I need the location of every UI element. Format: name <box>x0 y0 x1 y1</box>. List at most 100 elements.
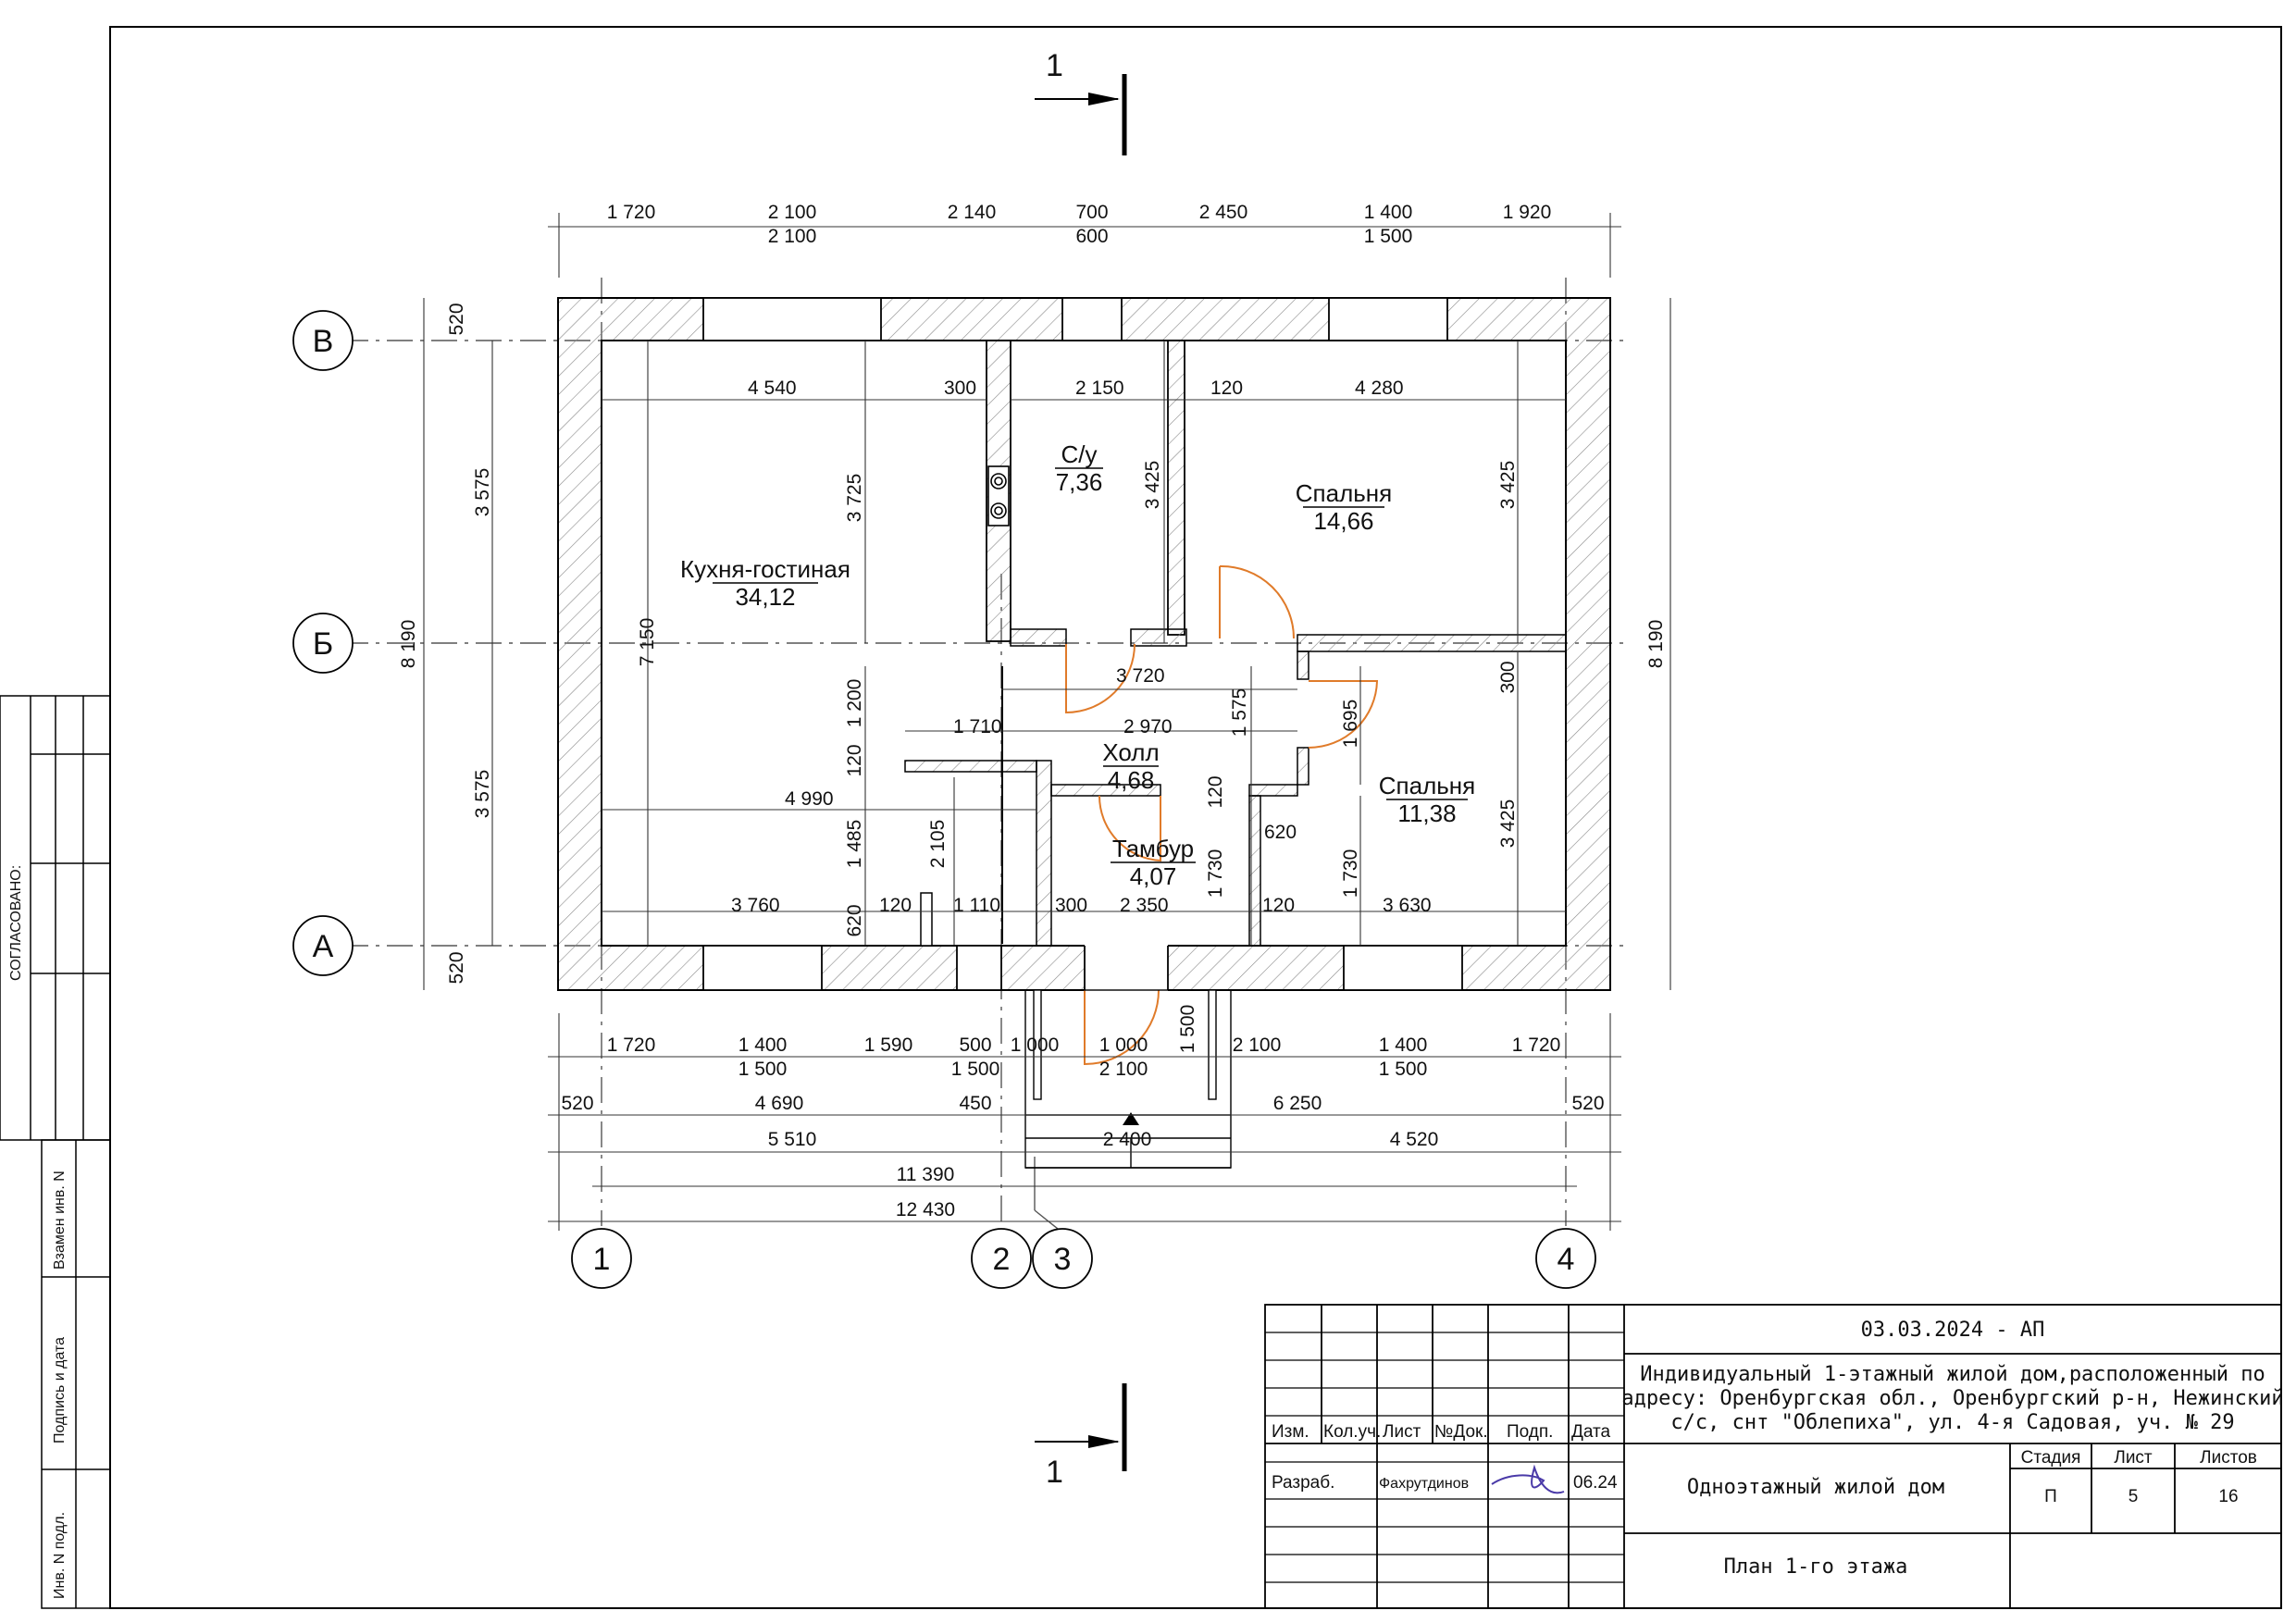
dim-top-8: 1 500 <box>1364 226 1413 247</box>
dim-top-3: 2 140 <box>948 202 997 223</box>
dim-int-5: 3 725 <box>844 474 865 523</box>
dim-b4: 11 390 <box>897 1164 955 1185</box>
dim-int-14: 1 200 <box>844 679 865 728</box>
dim-int-19: 2 105 <box>927 820 949 869</box>
dim-top-2: 2 100 <box>768 226 817 247</box>
side-inv: Инв. N подл. <box>52 1512 68 1599</box>
tb-role: Разраб. <box>1272 1473 1334 1493</box>
dim-b2-1: 4 690 <box>755 1093 804 1114</box>
walls <box>557 297 1611 991</box>
tb-h-izm: Изм. <box>1272 1422 1309 1442</box>
dim-int-23: 1 730 <box>1340 849 1361 898</box>
dim-int-27: 120 <box>879 895 912 916</box>
room-bed2-name: Спальня <box>1379 772 1475 799</box>
room-tambur-area: 4,07 <box>1130 862 1177 890</box>
dim-left-1: 3 575 <box>472 468 493 517</box>
dim-int-10: 1 710 <box>953 716 1002 737</box>
tb-project-l3: с/с, снт "Облепиха", ул. 4-я Садовая, уч… <box>1670 1411 2234 1434</box>
dim-left-3: 3 575 <box>472 770 493 819</box>
axis-bubble-3 <box>1032 1228 1093 1289</box>
axis-bubble-v <box>292 310 354 371</box>
axis-label-1: 1 <box>593 1242 611 1277</box>
section-label-bottom: 1 <box>1046 1455 1063 1490</box>
dim-b1-13: 1 720 <box>1512 1035 1561 1056</box>
dim-int-29: 300 <box>1055 895 1087 916</box>
tb-stage-h: Стадия <box>2021 1448 2081 1468</box>
dim-b3-0: 5 510 <box>768 1129 817 1150</box>
dim-int-28: 1 110 <box>953 895 1000 916</box>
dim-top-5: 600 <box>1075 226 1108 247</box>
signature-mark <box>1491 1464 1565 1494</box>
dim-b5: 12 430 <box>896 1199 955 1220</box>
tb-h-list: Лист <box>1383 1422 1421 1442</box>
room-kitchen-area: 34,12 <box>735 583 795 611</box>
door-swings <box>1065 564 1379 1066</box>
dim-b1-12: 1 500 <box>1379 1059 1428 1080</box>
dim-left-0: 520 <box>446 303 467 335</box>
section-label-top: 1 <box>1046 48 1063 83</box>
dim-top-4: 700 <box>1075 202 1108 223</box>
dim-b2-0: 520 <box>561 1093 593 1114</box>
room-bed2-area: 11,38 <box>1397 799 1456 827</box>
sanitary-fixtures <box>987 465 1010 527</box>
side-replace: Взамен инв. N <box>52 1171 68 1270</box>
dim-b1-4: 500 <box>959 1035 991 1056</box>
dim-int-15: 120 <box>844 744 865 776</box>
tb-h-koluch: Кол.уч. <box>1323 1422 1381 1442</box>
tb-date: 06.24 <box>1573 1473 1618 1493</box>
dim-left-4: 520 <box>446 951 467 984</box>
dim-b1-6: 1 000 <box>1011 1035 1060 1056</box>
dim-b1-7: 1 000 <box>1099 1035 1148 1056</box>
axis-label-2: 2 <box>993 1242 1011 1277</box>
axis-bubble-2 <box>971 1228 1032 1289</box>
tb-project-l2: адресу: Оренбургская обл., Оренбургский … <box>1621 1387 2283 1410</box>
tb-h-data: Дата <box>1571 1422 1611 1442</box>
dim-top-0: 1 720 <box>607 202 656 223</box>
room-bed1-name: Спальня <box>1296 479 1392 507</box>
dim-int-22: 620 <box>1264 822 1297 843</box>
dim-int-1: 300 <box>944 378 976 399</box>
dim-b2-2: 450 <box>959 1093 991 1114</box>
axis-label-3: 3 <box>1054 1242 1072 1277</box>
room-bed1-area: 14,66 <box>1313 507 1373 535</box>
section-mark-top <box>1035 74 1127 155</box>
dim-int-32: 3 630 <box>1383 895 1432 916</box>
dim-b1-9: 1 500 <box>1177 1005 1198 1054</box>
axis-bubble-b <box>292 613 354 674</box>
dim-right: 8 190 <box>1645 620 1667 669</box>
tb-drawing: План 1-го этажа <box>1724 1555 1908 1579</box>
dim-int-2: 2 150 <box>1075 378 1124 399</box>
dim-int-13: 1 695 <box>1340 700 1361 749</box>
tb-sheets: 16 <box>2218 1487 2238 1506</box>
dim-int-30: 2 350 <box>1120 895 1169 916</box>
tb-project-l1: Индивидуальный 1-этажный жилой дом,распо… <box>1640 1363 2265 1386</box>
dim-int-7: 3 425 <box>1497 461 1519 510</box>
dim-int-18: 1 485 <box>844 820 865 869</box>
dimension-lines <box>423 213 1671 1231</box>
axis-bubble-1 <box>571 1228 632 1289</box>
dim-b1-8: 2 100 <box>1099 1059 1148 1080</box>
dim-b3-2: 4 520 <box>1390 1129 1439 1150</box>
dim-b1-5: 1 500 <box>951 1059 1000 1080</box>
dim-int-8: 7 150 <box>637 618 658 667</box>
dim-int-0: 4 540 <box>748 378 797 399</box>
axis-bubble-a <box>292 915 354 976</box>
dim-int-25: 3 760 <box>731 895 780 916</box>
room-wc-name: С/у <box>1061 440 1098 468</box>
dim-b1-3: 1 590 <box>864 1035 913 1056</box>
dim-b3-1: 2 400 <box>1103 1129 1152 1150</box>
dim-int-31: 120 <box>1262 895 1295 916</box>
dim-top-6: 2 450 <box>1199 202 1248 223</box>
tb-sheets-h: Листов <box>2200 1448 2257 1468</box>
dim-left-2: 8 190 <box>398 620 419 669</box>
title-block <box>1264 1304 2282 1609</box>
dim-int-20: 120 <box>1205 775 1226 808</box>
room-hall-area: 4,68 <box>1108 766 1155 794</box>
dim-top-7: 1 400 <box>1364 202 1413 223</box>
entrance-arrow <box>1123 1112 1139 1125</box>
tb-sheet-h: Лист <box>2114 1448 2153 1468</box>
dim-int-4: 4 280 <box>1355 378 1404 399</box>
axis-label-v: В <box>313 324 334 359</box>
room-wc-area: 7,36 <box>1056 468 1103 496</box>
